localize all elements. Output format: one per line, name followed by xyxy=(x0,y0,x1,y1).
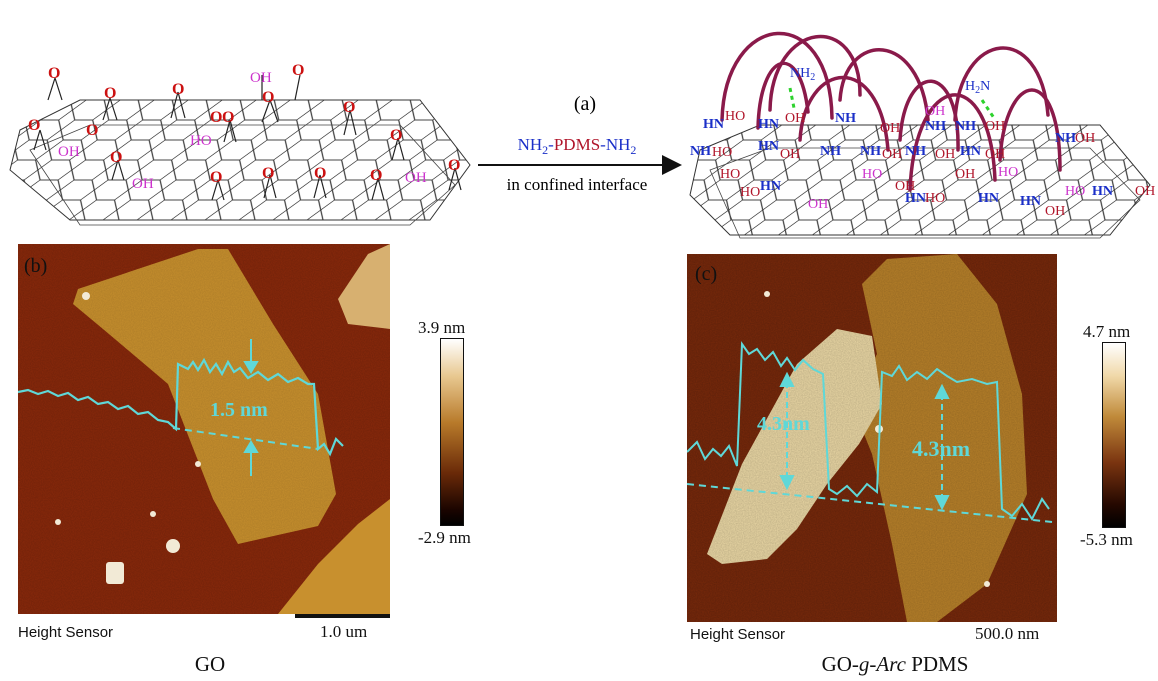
cbar-max-c: 4.7 nm xyxy=(1083,322,1131,341)
step-height-label-b: 1.5 nm xyxy=(210,399,268,421)
svg-text:O: O xyxy=(262,165,274,182)
svg-text:HO: HO xyxy=(725,109,745,124)
colorbar-c xyxy=(1102,342,1126,528)
svg-text:HN: HN xyxy=(978,191,999,206)
svg-text:NH: NH xyxy=(955,119,976,134)
svg-text:HN: HN xyxy=(905,191,926,206)
scale-bar-b xyxy=(295,614,390,618)
svg-text:O: O xyxy=(222,109,234,126)
cbar-max-b: 3.9 nm xyxy=(418,318,466,337)
afm-image-go-pdms: 4.3nm 4.3nm (c) xyxy=(687,254,1057,622)
svg-text:OH: OH xyxy=(1045,204,1065,219)
svg-text:OH: OH xyxy=(785,111,805,126)
reagent-label: NH2-PDMS-NH2 xyxy=(518,135,637,157)
svg-text:NH: NH xyxy=(860,144,881,159)
svg-text:OH: OH xyxy=(808,197,828,212)
svg-text:HO: HO xyxy=(925,191,945,206)
go-pdms-sheet: HN HN NH NH NH NH HN NH NH NH HN NH HN H… xyxy=(689,31,1155,239)
svg-text:O: O xyxy=(292,62,304,79)
svg-text:HN: HN xyxy=(1020,194,1041,209)
svg-text:O: O xyxy=(390,127,402,144)
panel-c-label: (c) xyxy=(695,263,717,285)
svg-text:O: O xyxy=(210,169,222,186)
svg-text:HO: HO xyxy=(862,167,882,182)
svg-text:OH: OH xyxy=(58,144,80,160)
step-height-label-c1: 4.3nm xyxy=(757,413,810,435)
svg-text:HO: HO xyxy=(190,133,212,149)
colorbar-b xyxy=(440,338,464,526)
svg-text:O: O xyxy=(48,65,60,82)
svg-text:NH: NH xyxy=(1055,131,1076,146)
svg-text:HN: HN xyxy=(758,139,779,154)
reaction-scheme: O O O O O O O O O O O O O O O O O OH OH … xyxy=(9,31,1155,239)
svg-text:OH: OH xyxy=(985,119,1005,134)
svg-text:HN: HN xyxy=(758,117,779,132)
cbar-min-c: -5.3 nm xyxy=(1080,530,1133,549)
svg-text:OH: OH xyxy=(985,147,1005,162)
svg-text:HN: HN xyxy=(960,144,981,159)
svg-text:HN: HN xyxy=(1092,184,1113,199)
svg-text:OH: OH xyxy=(405,170,427,186)
svg-text:NH: NH xyxy=(690,144,711,159)
svg-text:OH: OH xyxy=(250,70,272,86)
scale-label-c: 500.0 nm xyxy=(975,624,1040,643)
svg-text:OH: OH xyxy=(1135,184,1155,199)
svg-text:OH: OH xyxy=(132,176,154,192)
svg-text:NH: NH xyxy=(820,144,841,159)
sensor-label-c: Height Sensor xyxy=(690,626,786,643)
svg-text:O: O xyxy=(314,165,326,182)
svg-text:OH: OH xyxy=(882,147,902,162)
svg-text:HO: HO xyxy=(1065,184,1085,199)
svg-text:OH: OH xyxy=(895,179,915,194)
svg-text:HO: HO xyxy=(720,167,740,182)
caption-go-pdms: GO-g-Arc PDMS xyxy=(821,652,969,676)
svg-text:HN: HN xyxy=(760,179,781,194)
svg-text:O: O xyxy=(210,109,222,126)
svg-text:HO: HO xyxy=(740,185,760,200)
svg-text:O: O xyxy=(172,81,184,98)
svg-text:HO: HO xyxy=(712,145,732,160)
cbar-min-b: -2.9 nm xyxy=(418,528,471,547)
go-sheet: O O O O O O O O O O O O O O O O O OH OH … xyxy=(9,62,471,226)
condition-label: in confined interface xyxy=(507,175,648,194)
step-height-label-c2: 4.3nm xyxy=(912,436,970,461)
svg-text:HO: HO xyxy=(998,165,1018,180)
svg-text:O: O xyxy=(262,89,274,106)
svg-text:NH: NH xyxy=(925,119,946,134)
scale-label-b: 1.0 um xyxy=(320,622,368,641)
svg-text:O: O xyxy=(448,157,460,174)
svg-text:NH2: NH2 xyxy=(790,66,815,83)
panel-b-label: (b) xyxy=(24,255,47,277)
svg-text:NH: NH xyxy=(905,144,926,159)
svg-text:O: O xyxy=(370,167,382,184)
sensor-label-b: Height Sensor xyxy=(18,624,114,641)
svg-text:OH: OH xyxy=(1075,131,1095,146)
svg-text:OH: OH xyxy=(935,147,955,162)
svg-text:OH: OH xyxy=(955,167,975,182)
svg-text:NH: NH xyxy=(835,111,856,126)
afm-image-go: 1.5 nm (b) xyxy=(18,244,390,614)
svg-text:O: O xyxy=(110,149,122,166)
svg-text:OH: OH xyxy=(780,147,800,162)
svg-text:H2N: H2N xyxy=(965,79,990,96)
svg-text:O: O xyxy=(104,85,116,102)
svg-text:O: O xyxy=(343,99,355,116)
panel-a-label: (a) xyxy=(574,93,596,115)
svg-text:O: O xyxy=(28,117,40,134)
svg-text:OH: OH xyxy=(925,104,945,119)
svg-text:HN: HN xyxy=(703,117,724,132)
svg-text:O: O xyxy=(86,122,98,139)
caption-go: GO xyxy=(194,652,226,676)
svg-text:OH: OH xyxy=(880,121,900,136)
